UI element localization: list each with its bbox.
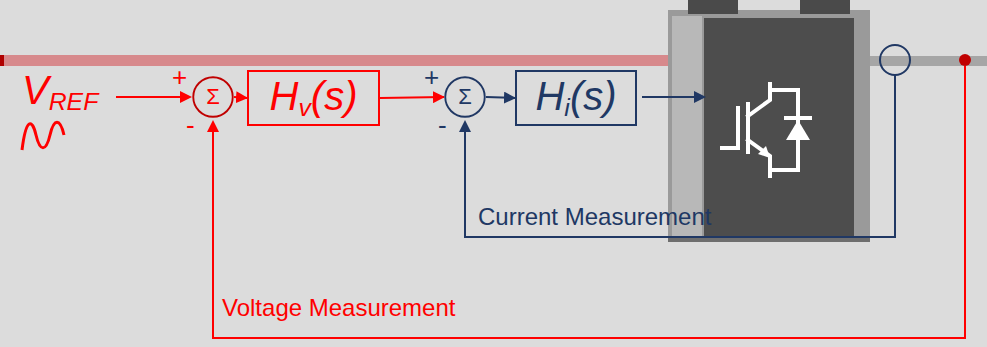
subscript: v: [298, 94, 310, 121]
arrow-head: [694, 91, 706, 103]
voltage-tap: [959, 54, 971, 66]
signal-arrow: [380, 97, 444, 98]
sign-minus: -: [438, 112, 447, 138]
arrow-head: [180, 91, 192, 103]
voltage-feedback-wire: [213, 66, 965, 338]
transfer-function: Hi(s): [535, 76, 616, 121]
subscript: REF: [49, 88, 99, 115]
channel: [746, 104, 750, 152]
diode-triangle: [786, 120, 810, 140]
signal-arrow: [234, 97, 247, 98]
bus-bar-end: [0, 55, 4, 66]
sum-symbol: Σ: [458, 86, 472, 108]
current-sensor: [880, 45, 910, 75]
transfer-function: Hv(s): [270, 76, 358, 121]
signal-name: Voltage Measurement: [222, 296, 455, 320]
circle-outline: [445, 77, 484, 116]
diode-bar: [786, 116, 810, 120]
sine-wave-icon: [22, 122, 64, 150]
igbt-symbol: [722, 84, 810, 176]
sign-minus: -: [186, 112, 195, 138]
sign-plus: +: [424, 64, 439, 90]
gate-lead: [722, 146, 738, 150]
summing-junction: Σ: [444, 76, 486, 118]
arrow-head: [459, 120, 471, 132]
emitter: [748, 140, 770, 176]
arrow-head: [207, 120, 219, 132]
voltage-controller-box: Hv(s): [247, 70, 380, 126]
sign-plus: +: [172, 64, 187, 90]
collector: [748, 84, 770, 116]
summing-junction: Σ: [192, 76, 234, 118]
signal-name: Current Measurement: [478, 205, 711, 229]
reference-wire: [116, 96, 182, 98]
reference-signal-name: VREF: [22, 70, 98, 115]
emitter-arrow: [758, 146, 770, 158]
bus-bar-red: [0, 55, 700, 66]
cabinet-top-module: [688, 0, 738, 14]
current-feedback-wire: [465, 75, 895, 237]
subscript: i: [564, 94, 570, 121]
gate-plate: [736, 108, 740, 148]
cabinet-door: [704, 18, 854, 236]
circle-outline: [193, 77, 232, 116]
sum-symbol: Σ: [206, 86, 220, 108]
gate-signal-wire: [642, 96, 696, 98]
cabinet-top-module: [800, 0, 850, 14]
signal-arrow: [486, 97, 515, 98]
cabinet-shade: [704, 18, 854, 236]
current-controller-box: Hi(s): [515, 70, 637, 126]
